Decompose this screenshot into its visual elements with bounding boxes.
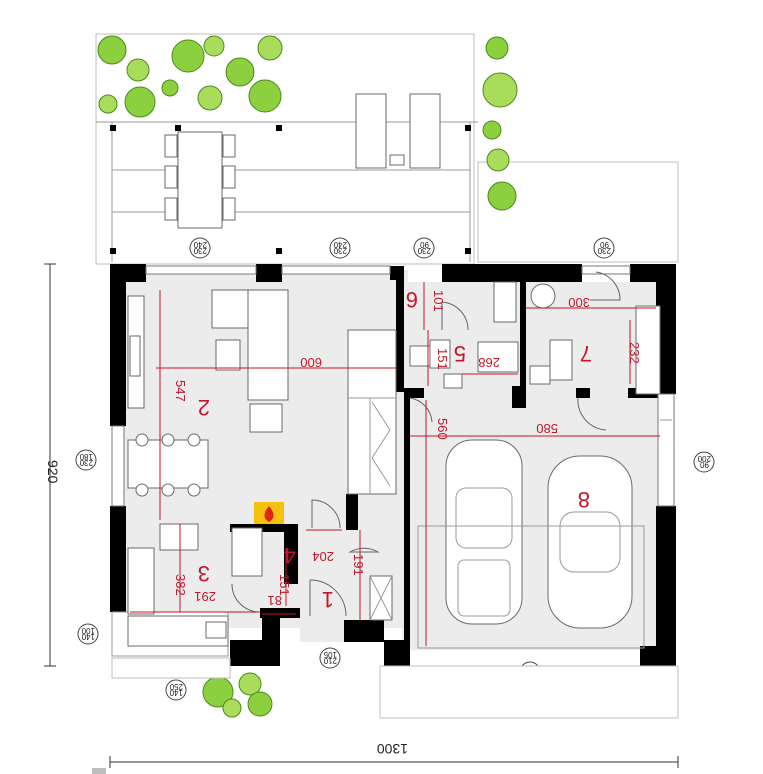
dimension-labels: 600 547 382 291 81 151 204 191 268 151 1… [173, 290, 642, 608]
room-5: 5 [454, 341, 466, 366]
svg-text:230: 230 [193, 246, 207, 255]
room-6: 6 [406, 287, 418, 312]
dim-268: 268 [478, 355, 500, 370]
garage-cars [417, 439, 645, 649]
svg-text:140: 140 [81, 632, 95, 641]
dim-81: 81 [268, 593, 282, 608]
dim-191: 191 [351, 554, 366, 576]
svg-text:230: 230 [597, 246, 611, 255]
garden-table [177, 131, 223, 229]
window-tag: 200 90 [693, 451, 715, 473]
room-1: 1 [322, 587, 334, 612]
room-3: 3 [198, 561, 210, 586]
overall-dimensions: 920 1300 [44, 263, 679, 774]
dim-547: 547 [173, 380, 188, 402]
terrace [95, 33, 679, 265]
svg-text:100: 100 [81, 626, 95, 635]
room-7: 7 [580, 341, 592, 366]
window-tag: 100 140 [77, 623, 99, 645]
window-tag: 180 230 [75, 449, 97, 471]
kitchen-counter [127, 547, 155, 615]
dim-232: 232 [627, 342, 642, 364]
window-tags: 240 230 240 230 90 230 90 230 180 230 20… [75, 237, 715, 701]
ground-area [111, 657, 679, 719]
car-sedan [547, 455, 633, 629]
dim-600: 600 [300, 355, 322, 370]
svg-text:105: 105 [323, 650, 337, 659]
window-tag: 105 210 [319, 647, 341, 669]
room-2: 2 [198, 395, 210, 420]
svg-text:200: 200 [697, 454, 711, 463]
svg-text:250: 250 [169, 682, 183, 691]
dim-101: 101 [431, 290, 446, 312]
svg-text:210: 210 [323, 656, 337, 665]
staircase [347, 329, 397, 495]
sun-lounger [355, 93, 387, 169]
dim-291: 291 [194, 589, 216, 604]
room-numbers: 1 2 3 4 5 6 7 8 [198, 287, 592, 612]
dining-table [127, 439, 209, 489]
svg-text:180: 180 [79, 452, 93, 461]
svg-text:230: 230 [333, 246, 347, 255]
svg-text:90: 90 [420, 240, 429, 249]
window-tag: 90 230 [593, 237, 615, 259]
dim-300: 300 [568, 295, 590, 310]
sun-lounger [409, 93, 441, 169]
furniture [127, 281, 661, 647]
window-tag: 90 230 [413, 237, 435, 259]
overall-height: 920 [45, 460, 61, 484]
car-suv [445, 439, 523, 625]
dim-560: 560 [435, 418, 450, 440]
dim-382: 382 [173, 574, 188, 596]
svg-text:90: 90 [600, 240, 609, 249]
svg-text:90: 90 [700, 460, 709, 469]
dim-151b: 151 [435, 348, 450, 370]
svg-text:230: 230 [79, 458, 93, 467]
svg-text:140: 140 [169, 688, 183, 697]
front-door [309, 579, 347, 617]
svg-text:230: 230 [417, 246, 431, 255]
overall-width: 1300 [377, 741, 408, 757]
dim-580: 580 [536, 421, 558, 436]
window-tag: 250 140 [165, 679, 187, 701]
boiler [530, 283, 556, 309]
planting [97, 35, 518, 718]
dimension-lines [130, 282, 660, 646]
dim-204: 204 [312, 549, 334, 564]
dim-151: 151 [277, 574, 292, 596]
svg-text:240: 240 [193, 240, 207, 249]
window-tag: 240 230 [189, 237, 211, 259]
room-4: 4 [284, 543, 296, 568]
room-8: 8 [578, 487, 590, 512]
svg-text:240: 240 [333, 240, 347, 249]
doors [231, 271, 621, 617]
toilet [409, 345, 433, 367]
window-tag: 240 230 [329, 237, 351, 259]
